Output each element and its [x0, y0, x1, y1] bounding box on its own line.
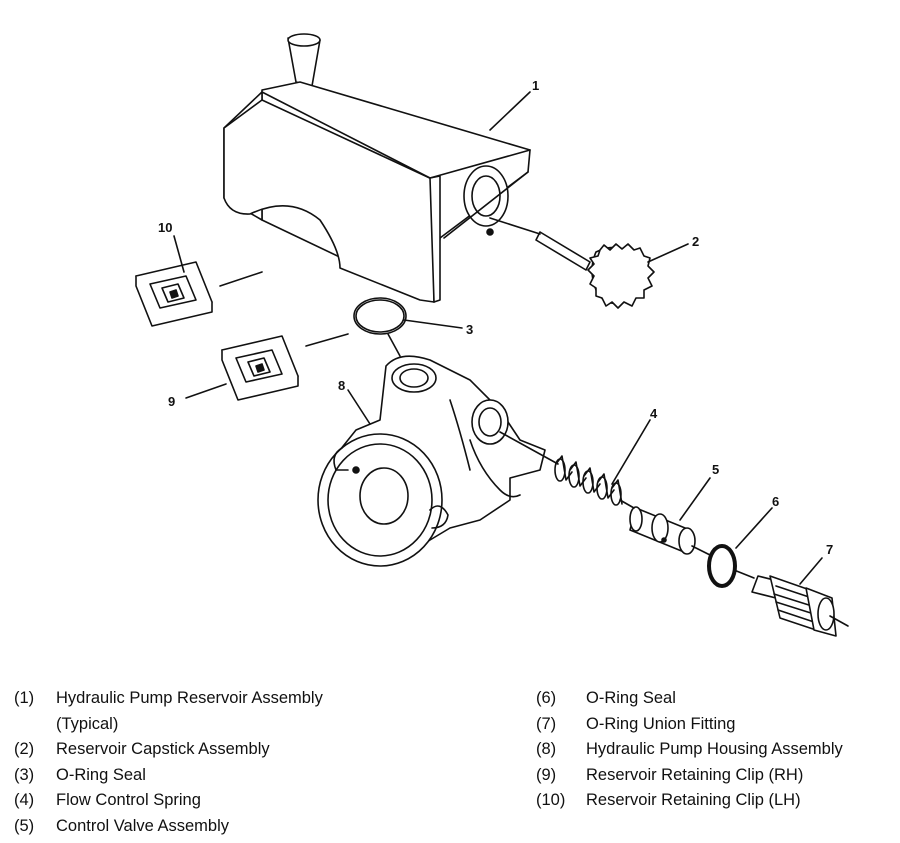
control-valve-assembly: [629, 506, 696, 555]
legend-label: Reservoir Capstick Assembly: [56, 740, 270, 758]
legend-label: O-Ring Seal: [586, 689, 676, 707]
legend-label: Reservoir Retaining Clip (RH): [586, 765, 804, 784]
parts-legend-right: (6) O-Ring Seal (7) O-Ring Union Fitting…: [536, 686, 843, 814]
legend-item-5: (5) Control Valve Assembly: [14, 814, 323, 840]
callout-9: 9: [168, 394, 175, 409]
legend-number: (4): [14, 791, 35, 809]
o-ring-union-fitting: [751, 575, 837, 637]
legend-number: (5): [14, 816, 35, 835]
legend-item-3: (3) O-Ring Seal: [14, 763, 323, 789]
reservoir-assembly: [223, 33, 531, 303]
legend-label: O-Ring Seal: [56, 765, 146, 784]
legend-number: (1): [14, 689, 35, 707]
callout-4: 4: [650, 406, 658, 421]
pump-housing-assembly: [317, 355, 546, 567]
legend-label: Control Valve Assembly: [56, 816, 230, 835]
callout-3: 3: [466, 322, 473, 337]
legend-label: Reservoir Retaining Clip (LH): [586, 791, 801, 809]
legend-label: O-Ring Union Fitting: [586, 714, 736, 733]
callout-6: 6: [772, 494, 779, 509]
legend-item-1: (1) Hydraulic Pump Reservoir Assembly: [14, 686, 323, 712]
retaining-clip-rh: [221, 335, 299, 401]
legend-number: (9): [536, 765, 557, 784]
legend-number: (3): [14, 765, 35, 784]
callout-10: 10: [158, 220, 172, 235]
legend-item-2: (2) Reservoir Capstick Assembly: [14, 737, 323, 763]
legend-item-8: (8) Hydraulic Pump Housing Assembly: [536, 737, 843, 763]
exploded-parts-diagram: 1 2 3 4 5 6 7 8 9 10: [135, 33, 849, 637]
flow-control-spring: [554, 455, 623, 506]
parts-legend-left: (1) Hydraulic Pump Reservoir Assembly (T…: [14, 686, 323, 839]
legend-number: (2): [14, 740, 35, 758]
legend-item-7: (7) O-Ring Union Fitting: [536, 712, 843, 738]
callout-1: 1: [532, 78, 539, 93]
legend-number: (10): [536, 791, 566, 809]
o-ring-seal-upper: [353, 297, 407, 335]
legend-label: Hydraulic Pump Reservoir Assembly: [56, 689, 323, 707]
legend-number: (7): [536, 714, 557, 733]
legend-label: Flow Control Spring: [56, 791, 201, 809]
retaining-clip-lh: [135, 261, 213, 327]
callout-2: 2: [692, 234, 699, 249]
legend-number: (6): [536, 689, 557, 707]
o-ring-seal-lower: [707, 544, 737, 588]
legend-item-6: (6) O-Ring Seal: [536, 686, 843, 712]
legend-item-9: (9) Reservoir Retaining Clip (RH): [536, 763, 843, 789]
callout-7: 7: [826, 542, 833, 557]
callout-5: 5: [712, 462, 719, 477]
legend-item-4: (4) Flow Control Spring: [14, 788, 323, 814]
legend-label: Hydraulic Pump Housing Assembly: [586, 740, 843, 758]
legend-continuation: (Typical): [56, 714, 119, 733]
legend-item-10: (10) Reservoir Retaining Clip (LH): [536, 788, 843, 814]
capstick-assembly: [535, 231, 655, 309]
callout-8: 8: [338, 378, 345, 393]
legend-number: (8): [536, 740, 557, 758]
